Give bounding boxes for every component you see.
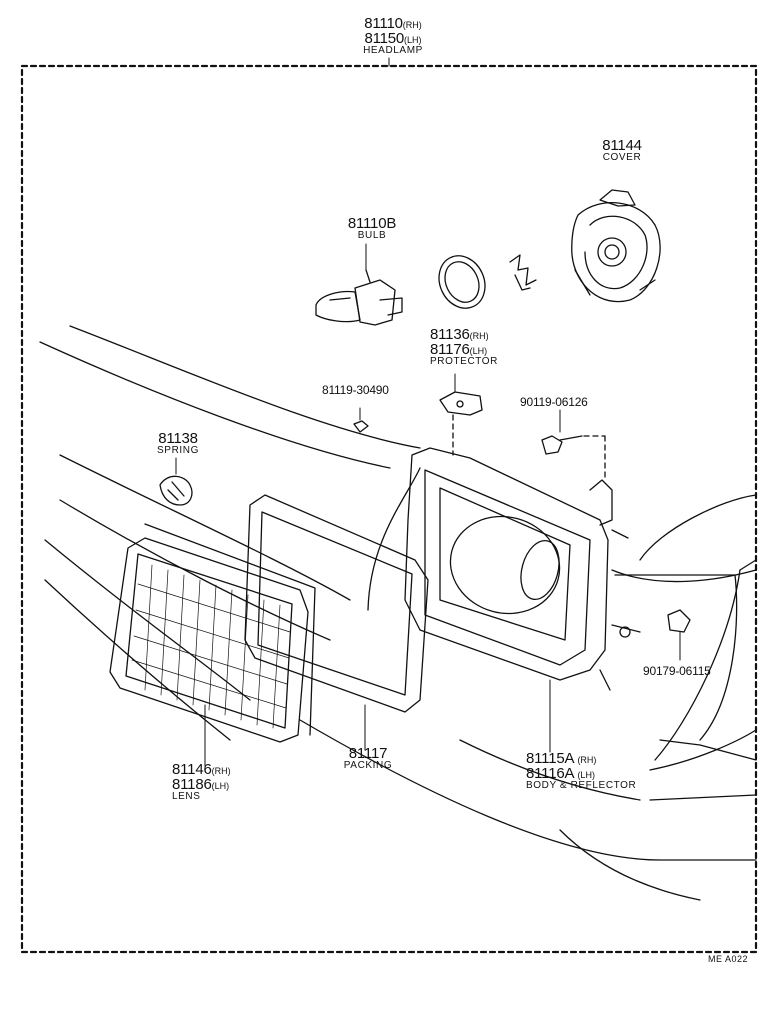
- headlamp-rh-part-number: 81110(RH): [364, 15, 422, 32]
- screw-b-label: 90119-06126: [520, 396, 588, 408]
- bulb-name: BULB: [357, 230, 387, 241]
- headlamp-name: HEADLAMP: [363, 45, 423, 56]
- spring-name: SPRING: [157, 445, 199, 456]
- lens-name: LENS: [172, 791, 201, 802]
- body-rh-part-number: 81115A (RH): [526, 750, 597, 767]
- lens-part: [109, 523, 316, 767]
- bulb-ring-part: [438, 255, 486, 309]
- packing-part: [244, 494, 429, 751]
- lens-lh-part-number: 81186(LH): [172, 776, 230, 793]
- lens-label: 81146(RH) 81186(LH) LENS: [172, 762, 231, 802]
- cover-name: COVER: [602, 152, 642, 163]
- spring-label: 81138 SPRING: [157, 431, 199, 456]
- packing-part-number: 81117: [348, 745, 388, 762]
- protector-part: [439, 373, 483, 456]
- headlamp-assembly-label: 81110(RH) 81150(LH) HEADLAMP: [363, 16, 423, 56]
- screw-a-part-number: 81119-30490: [322, 383, 389, 397]
- screw-b-part: [541, 409, 606, 479]
- protector-name: PROTECTOR: [430, 356, 498, 367]
- cover-label: 81144 COVER: [602, 138, 642, 163]
- body-reflector-part: [404, 447, 641, 753]
- bulb-label: 81110B BULB: [348, 216, 396, 241]
- lens-rh-part-number: 81146(RH): [172, 761, 231, 778]
- body-lh-part-number: 81116A (LH): [526, 765, 595, 782]
- protector-label: 81136(RH) 81176(LH) PROTECTOR: [430, 327, 498, 367]
- screw-a-part: [353, 407, 369, 433]
- body-reflector-label: 81115A (RH) 81116A (LH) BODY & REFLECTOR: [526, 751, 636, 791]
- protector-lh-part-number: 81176(LH): [430, 341, 488, 358]
- spring-part-number: 81138: [158, 430, 198, 447]
- vehicle-body-outline: [39, 325, 757, 901]
- spring-part: [159, 457, 193, 506]
- bulb-part-number: 81110B: [347, 215, 397, 232]
- bulb-part: [315, 243, 403, 326]
- body-reflector-name: BODY & REFLECTOR: [526, 780, 637, 791]
- bulb-clip-part: [509, 254, 537, 291]
- screw-b-part-number: 90119-06126: [520, 395, 588, 409]
- cover-part: [571, 189, 661, 303]
- diagram-code: ME A022: [708, 954, 749, 964]
- assembly-boundary: [20, 64, 758, 954]
- nut-label: 90179-06115: [643, 665, 711, 677]
- cover-part-number: 81144: [602, 137, 642, 154]
- packing-label: 81117 PACKING: [344, 746, 392, 771]
- nut-part-number: 90179-06115: [643, 664, 711, 678]
- screw-a-label: 81119-30490: [322, 384, 389, 396]
- protector-rh-part-number: 81136(RH): [430, 326, 489, 343]
- nut-part: [667, 609, 691, 661]
- headlamp-lh-part-number: 81150(LH): [364, 30, 422, 47]
- packing-name: PACKING: [343, 760, 393, 771]
